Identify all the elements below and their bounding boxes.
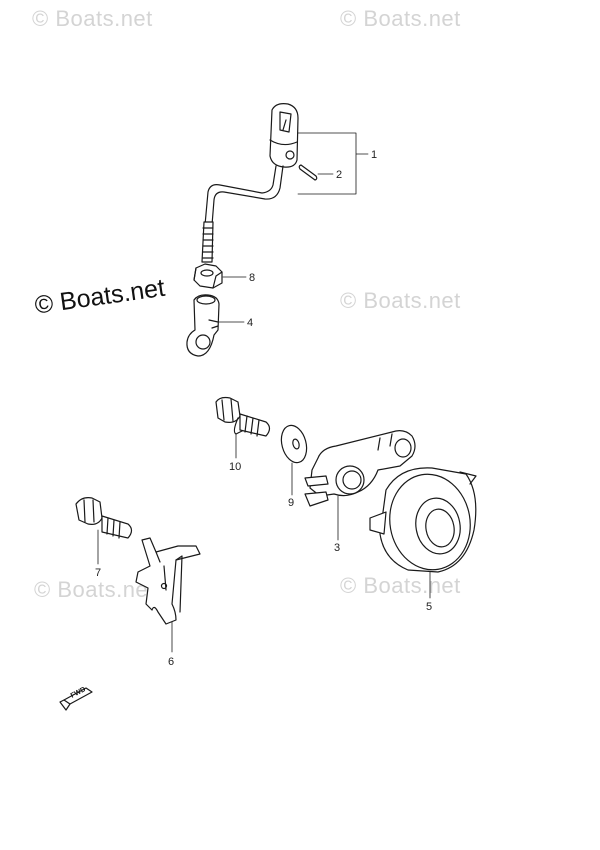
watermark: © Boats.net: [34, 577, 155, 602]
bracket-plate: [135, 537, 201, 625]
watermark: © Boats.net: [340, 573, 461, 598]
rod-end-clevis: [269, 103, 299, 168]
shift-cam-drum: [369, 467, 477, 573]
callout-5: 5: [426, 601, 432, 613]
callout-8: 8: [249, 272, 255, 284]
shift-lever: [304, 430, 416, 507]
fwd-arrow-badge: [59, 687, 93, 711]
callout-4: 4: [247, 317, 253, 329]
callout-2: 2: [336, 169, 342, 181]
callout-6: 6: [168, 656, 174, 668]
callout-10: 10: [229, 461, 241, 473]
callout-7: 7: [95, 567, 101, 579]
pin: [298, 164, 318, 181]
watermark: © Boats.net: [340, 6, 461, 31]
flange-bolt-lower: [75, 497, 133, 539]
watermark: © Boats.net: [340, 288, 461, 313]
flange-bolt-upper: [215, 396, 271, 437]
callout-9: 9: [288, 497, 294, 509]
shift-rod: [201, 165, 284, 263]
hex-nut: [193, 263, 223, 289]
rod-end-joint: [186, 294, 220, 357]
leader-lines: [97, 132, 431, 653]
watermark: © Boats.net: [32, 6, 153, 31]
callout-1: 1: [371, 149, 377, 161]
washer: [280, 424, 308, 464]
callout-3: 3: [334, 542, 340, 554]
